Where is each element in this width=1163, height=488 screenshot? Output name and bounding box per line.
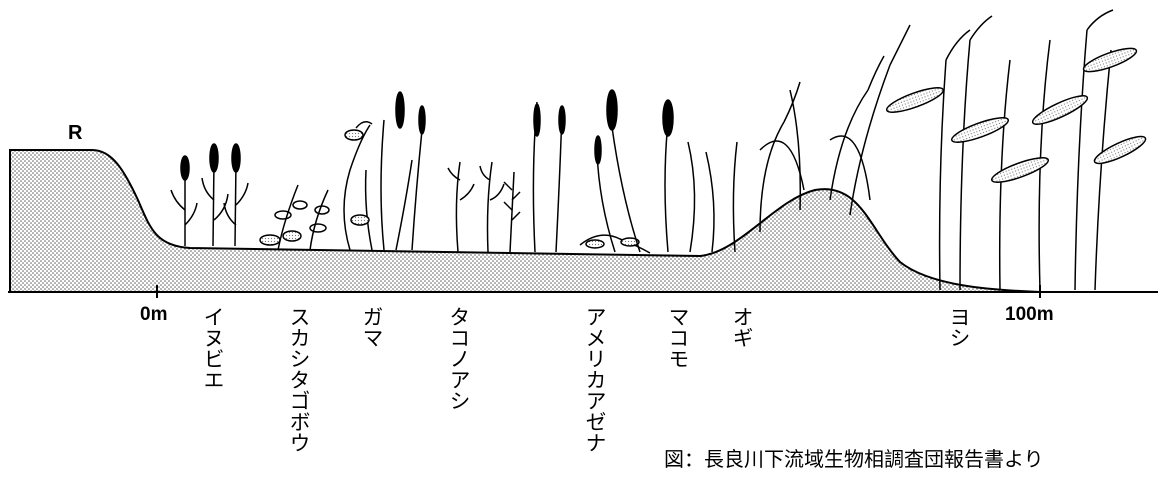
plant-ogi bbox=[732, 24, 911, 253]
plant-gama bbox=[343, 91, 426, 251]
plant-inubie bbox=[170, 143, 249, 247]
figure-caption: 図：長良川下流域生物相調査団報告書より bbox=[664, 447, 1044, 471]
distance-label-100m: 100m bbox=[1005, 304, 1054, 325]
distance-label-0m: 0m bbox=[140, 304, 168, 325]
plant-amerikaazena bbox=[532, 101, 651, 254]
species-label-sukashitagobou: スカシタゴボウ bbox=[287, 306, 311, 453]
plant-yoshi bbox=[885, 9, 1147, 291]
bank-label: R bbox=[68, 122, 83, 144]
species-label-amerikaazena: アメリカアゼナ bbox=[583, 306, 607, 453]
ground-profile bbox=[9, 149, 1041, 293]
plant-makomo bbox=[594, 89, 715, 253]
species-label-takonoashi: タコノアシ bbox=[447, 306, 471, 411]
species-label-makomo: マコモ bbox=[666, 306, 690, 369]
plant-takonoashi bbox=[447, 161, 521, 253]
plant-sukashitagobou bbox=[259, 184, 330, 251]
species-label-ogi: オギ bbox=[730, 306, 754, 348]
species-label-yoshi: ヨシ bbox=[947, 306, 971, 348]
species-label-inubie: イヌビエ bbox=[201, 306, 225, 390]
species-label-gama: ガマ bbox=[360, 306, 384, 348]
